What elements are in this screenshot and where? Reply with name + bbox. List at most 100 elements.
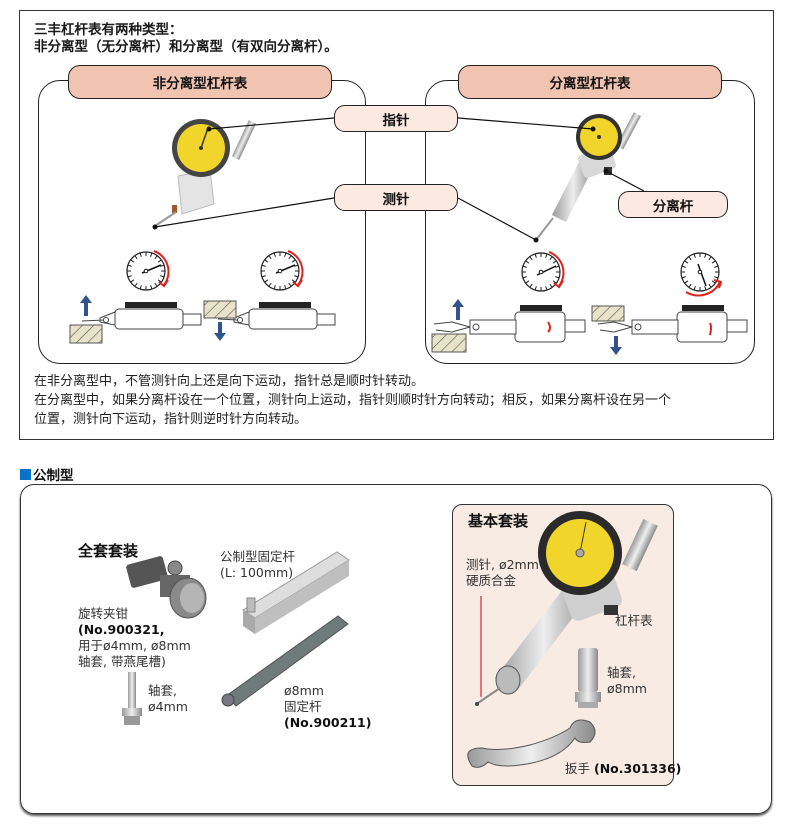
dial-tick [522,276,527,279]
metric-rod-line-2: (L: 100mm) [220,565,294,580]
dial-tick [130,279,135,283]
dial-tick [284,252,287,257]
dial-tick [284,285,287,290]
dial-tick [704,286,707,291]
swivel-clamp-image [126,556,207,619]
sleeve-4mm-label: 轴套, ø4mm [148,683,188,715]
fixed-rod-8mm-label: ø8mm 固定杆 (No.900211) [284,683,371,731]
dial-tick [708,256,712,261]
clamp-label: 旋转夹钳 (No.900321, 用于ø4mm, ø8mm 轴套, 带燕尾槽) [78,606,191,670]
dial-tick [291,259,296,263]
dial-tick [552,260,557,264]
basic-indicator-image-front [475,511,658,706]
dial-tick [681,265,686,268]
description-line-1: 在非分离型中，不管测针向上还是向下运动，指针总是顺时针转动。 [34,374,425,389]
basic-stylus-line-2: 硬质合金 [466,573,517,588]
dial-tick [525,260,530,264]
intro-text: 三丰杠杆表有两种类型： 非分离型（无分离杆）和分离型（有双向分离杆）。 [34,22,338,56]
diagram-illustrations [69,112,748,355]
dial-tick [261,275,266,278]
dial-tick [555,265,560,268]
dial-tick [273,252,276,257]
non-separating-title: 非分离型杠杆表 [68,65,332,99]
dial-tick [552,280,557,284]
section-title-metric: 公制型 [20,464,74,484]
basic-sleeve-8mm-line-1: 轴套, [607,665,636,680]
dial-tick [549,256,553,261]
dial-tick [273,285,276,290]
dial-tick [294,275,299,278]
wrench-label: 扳手 (No.301336) [565,761,681,777]
dial-tick [154,255,158,260]
dial-tick [130,259,135,263]
pointer-callout: 指针 [334,105,458,132]
clamp-label-line-4: 轴套, 带燕尾槽) [78,654,166,669]
basic-stylus-label: 测针, ø2mm 硬质合金 [466,557,539,589]
non-sep-side-view-down [203,300,336,341]
dial-tick [522,265,527,268]
basic-set-title: 基本套装 [468,512,529,530]
sep-side-view-down [591,305,748,355]
dial-diagram-4 [680,252,723,297]
stylus-callout: 测针 [334,184,458,211]
dial-tick [154,282,158,287]
dial-tick [288,282,292,287]
dial-tick [688,283,692,288]
metric-sets-frame [20,484,772,814]
sleeve-4mm-line-2: ø4mm [148,699,188,714]
dial-tick [529,256,533,261]
dial-tick [549,283,553,288]
dial-tick [711,280,716,284]
fixed-rod-8mm-line-2: 固定杆 [284,699,322,714]
non-sep-side-view-up [69,295,202,344]
dial-tick [160,275,165,278]
full-set-title: 全套套装 [78,542,139,560]
fixed-rod-8mm-no: (No.900211) [284,715,372,730]
dial-tick [268,255,272,260]
section-title-text: 公制型 [33,468,74,484]
intro-line-1: 三丰杠杆表有两种类型： [34,22,183,38]
dial-tick [711,260,716,264]
basic-indicator-label: 杠杆表 [615,613,653,628]
intro-line-2: 非分离型（无分离杆）和分离型（有双向分离杆）。 [34,39,338,55]
dial-tick [688,256,692,261]
dial-tick [288,255,292,260]
description-line-3: 位置，测针向下运动，指针则逆时针方向转动。 [34,412,308,427]
dial-tick [545,253,548,258]
wrench-image-front [467,719,596,768]
dial-tick [708,283,712,288]
dial-tick [534,286,537,291]
wrench-label-text: 扳手 [565,761,594,776]
dial-diagram-1 [126,250,170,291]
dial-tick [294,264,299,267]
dial-tick [160,264,165,267]
separating-lever-callout: 分离杆 [618,191,728,218]
clamp-label-no: (No.900321, [78,622,165,637]
dial-tick [704,253,707,258]
basic-stylus-line-1: 测针, ø2mm [466,557,539,572]
dial-tick [134,255,138,260]
dial-tick [261,264,266,267]
dial-tick [684,280,689,284]
clamp-label-line-1: 旋转夹钳 [78,606,129,621]
sleeve-4mm-line-1: 轴套, [148,683,177,698]
section-square-icon [20,468,31,480]
dial-diagram-3 [521,251,565,292]
dial-tick [157,279,162,283]
dial-tick [264,259,269,263]
description-line-2: 在分离型中，如果分离杆设在一个位置，测针向上运动，指针则顺时针方向转动；相反，如… [34,393,672,408]
dial-tick [684,260,689,264]
dial-tick [139,252,142,257]
dial-tick [264,279,269,283]
metric-rod-image [242,551,350,634]
metric-rod-label: 公制型固定杆 (L: 100mm) [220,549,295,581]
dial-tick [693,286,696,291]
basic-sleeve-8mm-label: 轴套, ø8mm [607,665,647,697]
dial-tick [555,276,560,279]
dial-tick [534,253,537,258]
dial-tick [714,276,719,279]
sleeve-8mm-image-front [575,648,601,708]
basic-sleeve-8mm-line-2: ø8mm [607,681,647,696]
dial-tick [157,259,162,263]
